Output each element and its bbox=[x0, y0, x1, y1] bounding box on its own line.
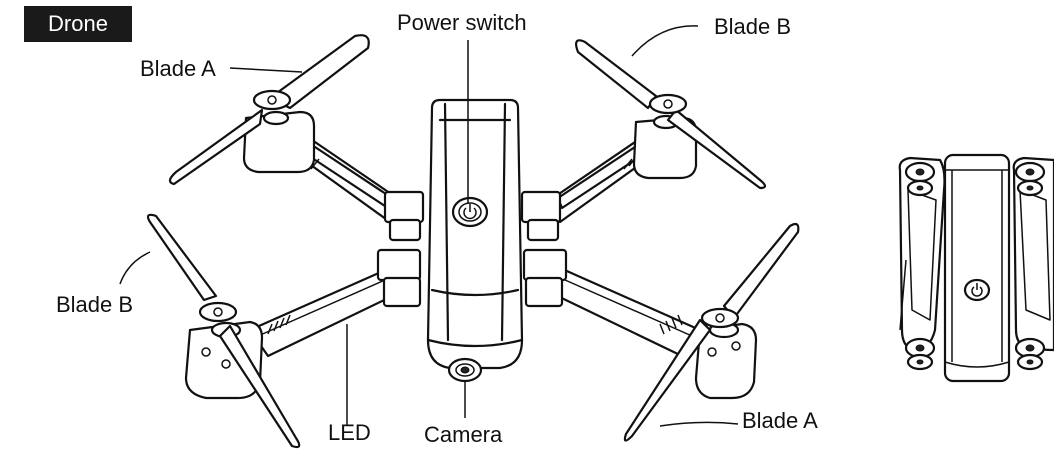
blade-a-rear-left bbox=[168, 34, 370, 186]
callout-lines bbox=[119, 25, 739, 427]
drone-body bbox=[426, 98, 524, 370]
motor-rear-left bbox=[242, 110, 316, 174]
folded-drone-view bbox=[898, 153, 1054, 383]
label-blade-b-top: Blade B bbox=[714, 14, 792, 39]
label-power-switch: Power switch bbox=[397, 10, 527, 35]
label-camera: Camera bbox=[424, 422, 503, 447]
motor-rear-right bbox=[632, 114, 698, 180]
blade-b-rear-right bbox=[575, 39, 767, 190]
label-blade-b-left: Blade B bbox=[56, 292, 134, 317]
power-switch bbox=[451, 196, 489, 228]
power-icon bbox=[463, 204, 477, 220]
blade-a-front-right bbox=[623, 222, 800, 442]
camera bbox=[447, 357, 483, 383]
motor-front-right bbox=[694, 321, 758, 400]
section-tag: Drone bbox=[24, 6, 132, 42]
arm-front-right bbox=[543, 266, 702, 358]
arm-front-left bbox=[248, 266, 407, 358]
blade-b-front-left bbox=[146, 213, 301, 449]
label-blade-a-bottom: Blade A bbox=[742, 408, 818, 433]
folded-power-icon bbox=[963, 278, 991, 302]
label-led: LED bbox=[328, 420, 371, 445]
motor-front-left bbox=[184, 320, 264, 400]
arm-hinges bbox=[376, 190, 568, 308]
label-blade-a-top: Blade A bbox=[140, 56, 216, 81]
